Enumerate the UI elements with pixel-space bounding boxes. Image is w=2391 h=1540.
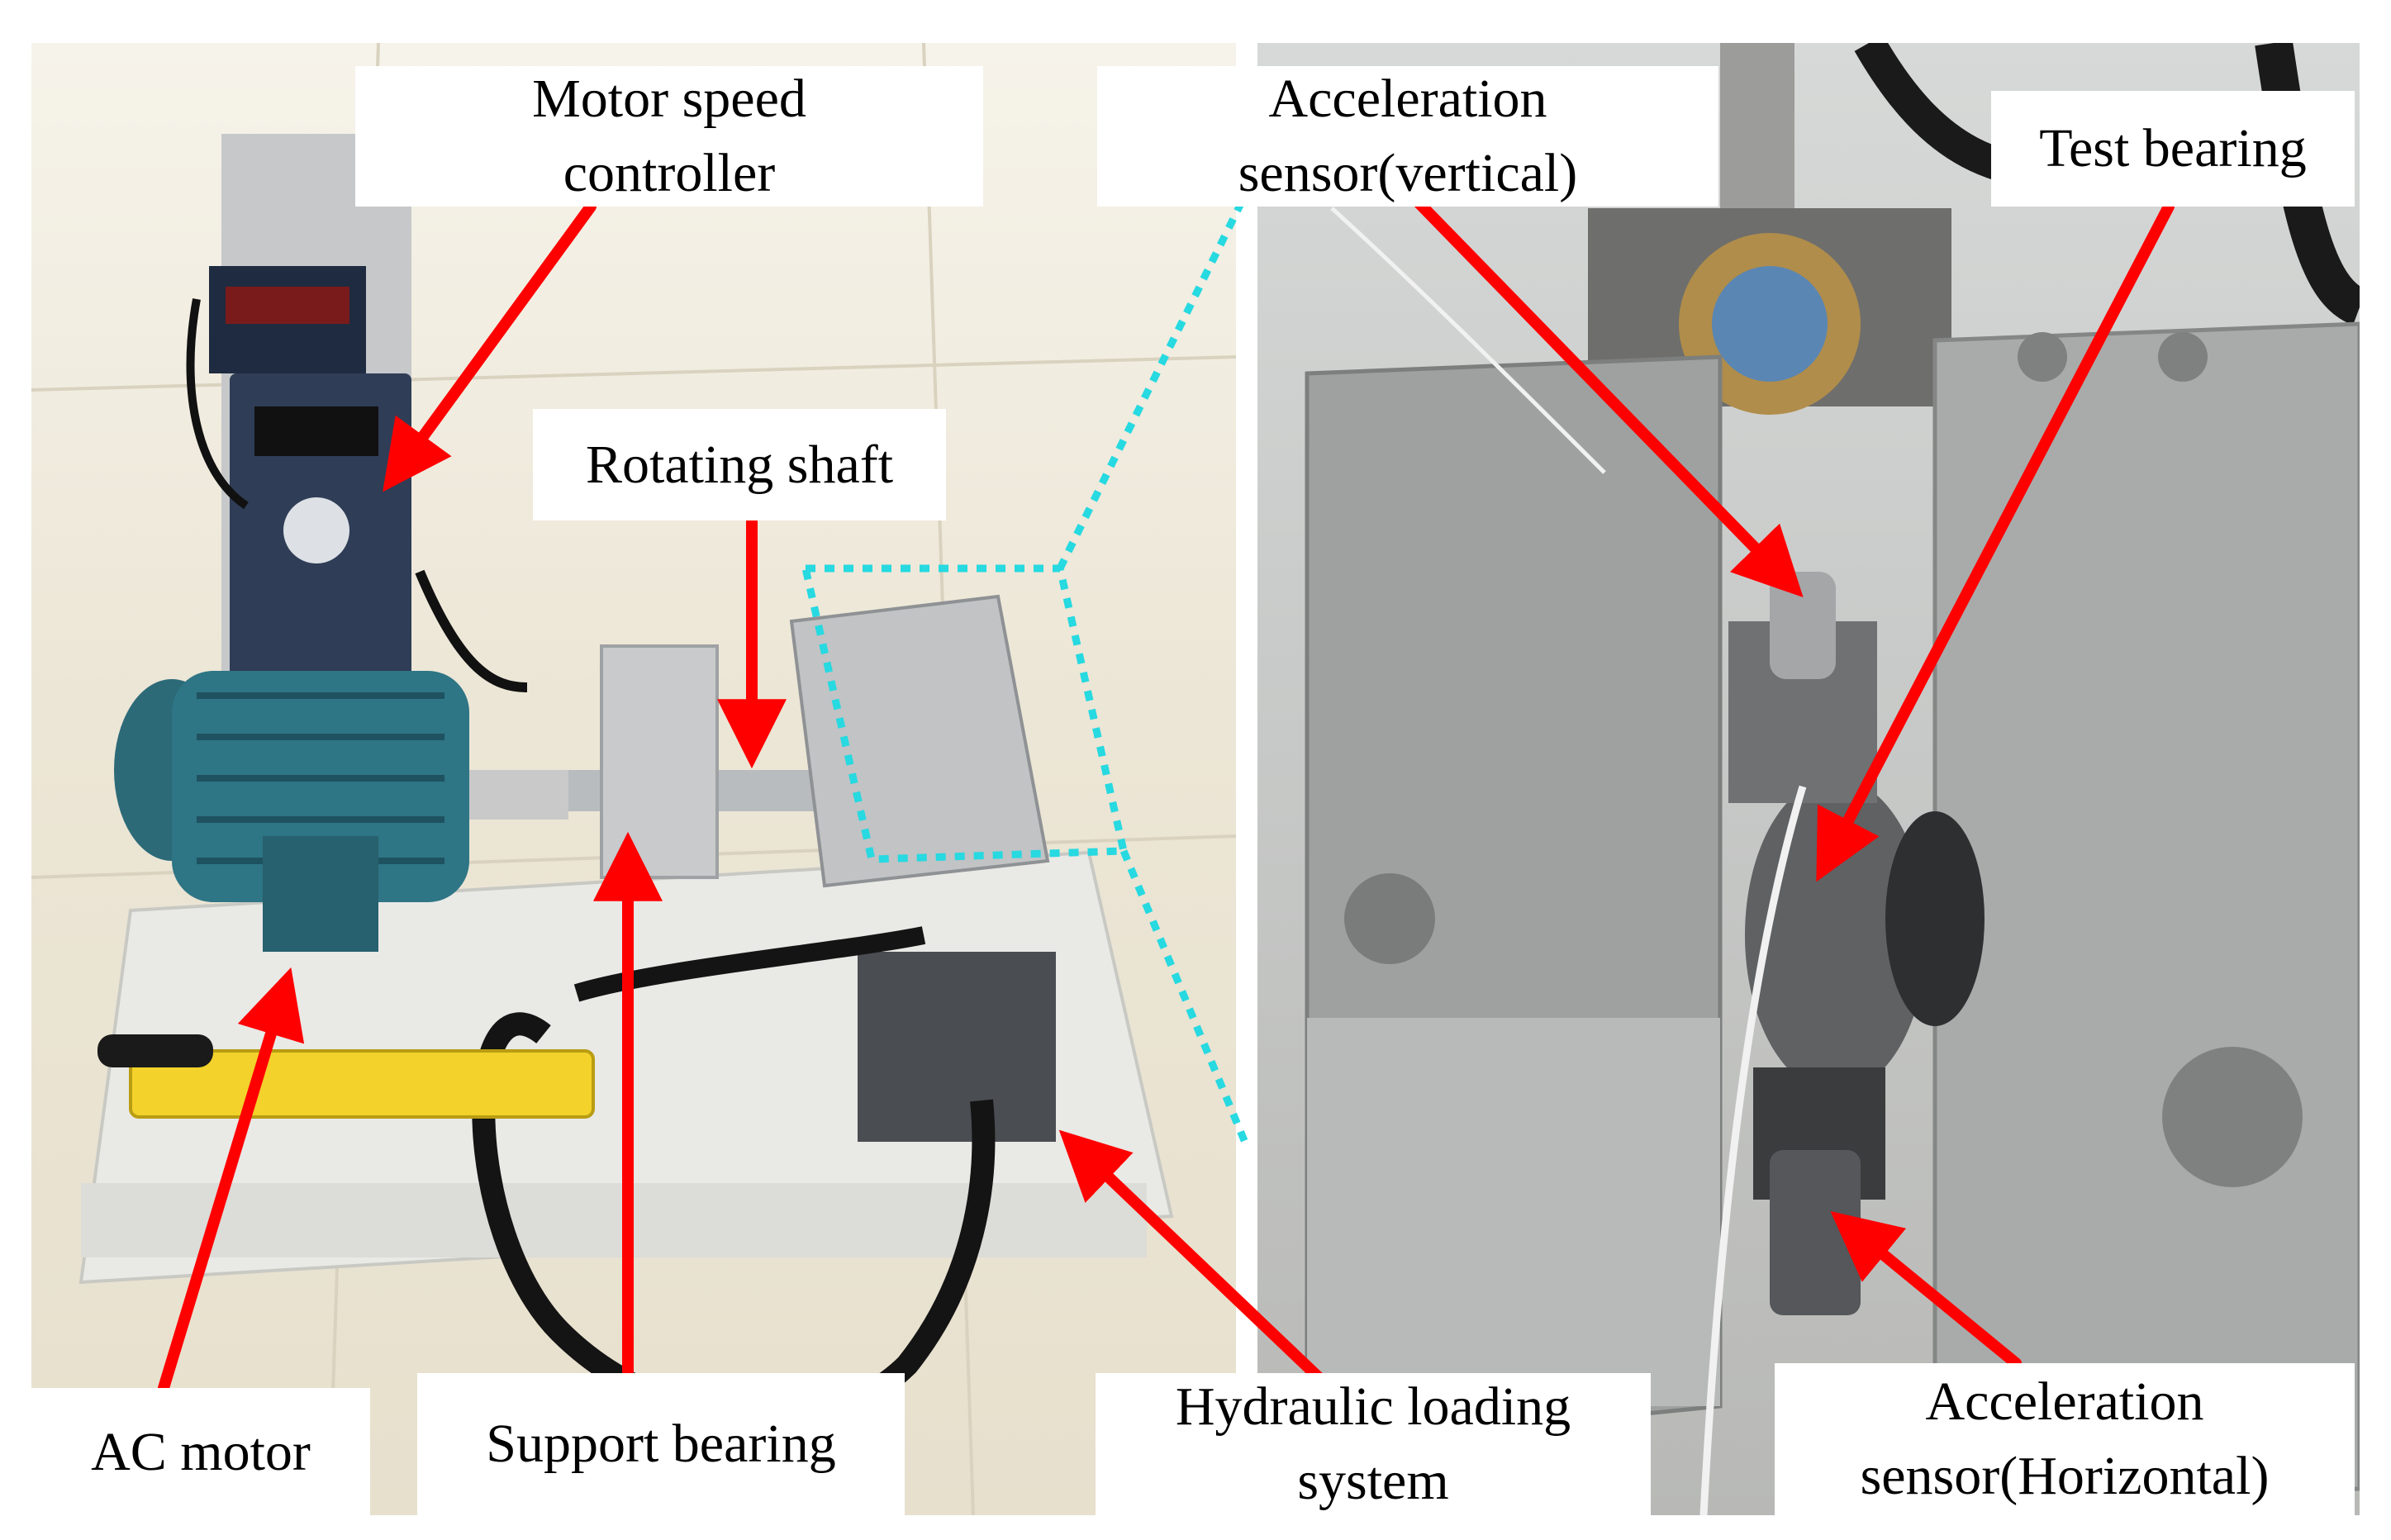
- label-acceleration-sensor-vertical: Acceleration sensor(vertical): [1097, 66, 1718, 207]
- test-rig-illustration: [31, 43, 1236, 1515]
- cable: [186, 298, 249, 510]
- label-line: controller: [563, 143, 776, 203]
- test-bearing-housing: [789, 594, 1050, 888]
- label-motor-speed-controller: Motor speed controller: [355, 66, 983, 207]
- label-rotating-shaft: Rotating shaft: [533, 409, 946, 520]
- horizontal-sensor: [1770, 1150, 1861, 1315]
- controller-keypad: [283, 497, 349, 563]
- label-line: Rotating shaft: [585, 434, 894, 495]
- left-block-front: [1307, 1018, 1720, 1406]
- label-support-bearing: Support bearing: [417, 1373, 905, 1515]
- label-line: Acceleration: [1268, 69, 1547, 129]
- cable: [415, 569, 528, 692]
- socket-screw: [2158, 332, 2208, 382]
- label-line: system: [1297, 1451, 1449, 1511]
- test-bearing-closeup-illustration: [1305, 43, 2360, 1515]
- coupling: [469, 770, 568, 820]
- label-line: Acceleration: [1925, 1371, 2204, 1432]
- label-test-bearing: Test bearing: [1991, 91, 2355, 207]
- bushing-seal: [1712, 266, 1828, 382]
- label-line: Test bearing: [2039, 118, 2307, 178]
- motor-terminal-box: [263, 836, 378, 952]
- support-bearing-block: [600, 644, 719, 879]
- vertical-sensor: [1770, 572, 1836, 679]
- label-line: sensor(Horizontal): [1860, 1446, 2270, 1506]
- controller-display: [254, 406, 378, 456]
- socket-screw: [1344, 873, 1435, 964]
- label-line: Support bearing: [486, 1414, 836, 1474]
- speed-readout-display: [226, 287, 349, 324]
- label-line: AC motor: [91, 1421, 311, 1482]
- sensor-cable: [1699, 785, 1807, 1515]
- right-support-block: [1932, 321, 2360, 1500]
- hydraulic-hose: [573, 926, 926, 1002]
- socket-screw: [2162, 1047, 2303, 1187]
- label-line: Hydraulic loading: [1175, 1376, 1571, 1437]
- motor-body: [172, 671, 469, 902]
- test-rig-photo: [31, 43, 1236, 1515]
- hydraulic-cylinder: [858, 952, 1056, 1142]
- label-line: sensor(vertical): [1238, 143, 1578, 203]
- test-bearing-closeup-photo: [1257, 43, 2360, 1515]
- label-ac-motor: AC motor: [31, 1388, 370, 1516]
- hose-fitting: [1720, 43, 1794, 208]
- label-acceleration-sensor-horizontal: Acceleration sensor(Horizontal): [1775, 1363, 2355, 1515]
- socket-screw: [2018, 332, 2067, 382]
- label-hydraulic-loading-system: Hydraulic loading system: [1096, 1373, 1651, 1515]
- hand-pump-handle: [97, 1034, 213, 1067]
- bearing-inner-ring: [1885, 811, 1985, 1026]
- label-line: Motor speed: [532, 69, 806, 129]
